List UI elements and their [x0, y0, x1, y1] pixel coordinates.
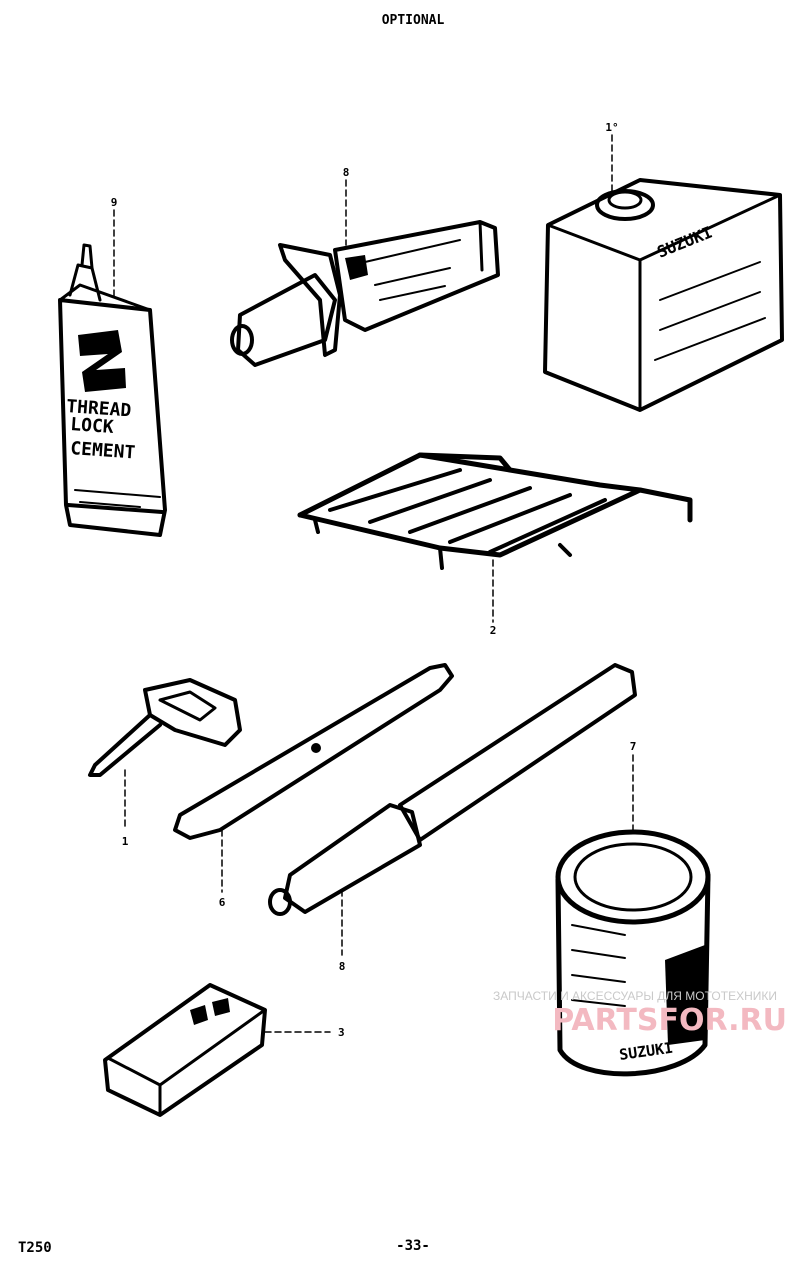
thread-lock-label-2: LOCK: [70, 414, 115, 438]
callout-1: 1: [122, 835, 129, 848]
grease-can-brand: SUZUKI: [618, 1039, 674, 1064]
grease-can: SUZUKI: [555, 829, 711, 1077]
callout-8-top: 8: [343, 166, 350, 179]
callout-6: 6: [219, 896, 226, 909]
page-title: OPTIONAL: [382, 13, 445, 28]
page-number: -33-: [396, 1238, 430, 1254]
watermark-brand: PARTSFOR.RU: [552, 1003, 787, 1038]
bond-tube-box: [230, 220, 500, 367]
watermark-tagline: ЗАПЧАСТИ И АКСЕССУАРЫ ДЛЯ МОТОТЕХНИКИ: [493, 989, 777, 1003]
callout-7: 7: [630, 740, 637, 753]
oil-can-brand: SUZUKI: [654, 222, 715, 261]
callout-9: 9: [111, 196, 118, 209]
callout-10: 1°: [605, 121, 618, 134]
thread-lock-label-1: THREAD: [66, 396, 132, 421]
oil-can: SUZUKI: [543, 178, 784, 412]
tool-pouch: [103, 983, 267, 1117]
luggage-carrier: [297, 452, 693, 570]
callout-8-bottom: 8: [339, 960, 346, 973]
thread-lock-label-3: CEMENT: [70, 438, 136, 463]
callout-3: 3: [338, 1026, 345, 1039]
tire-lever: [173, 663, 454, 840]
ignition-key: [88, 678, 242, 777]
thread-lock-bottle: THREAD LOCK CEMENT: [58, 243, 167, 537]
tire-pump: [268, 663, 637, 916]
callout-2: 2: [490, 624, 497, 637]
model-code: T250: [18, 1240, 52, 1256]
